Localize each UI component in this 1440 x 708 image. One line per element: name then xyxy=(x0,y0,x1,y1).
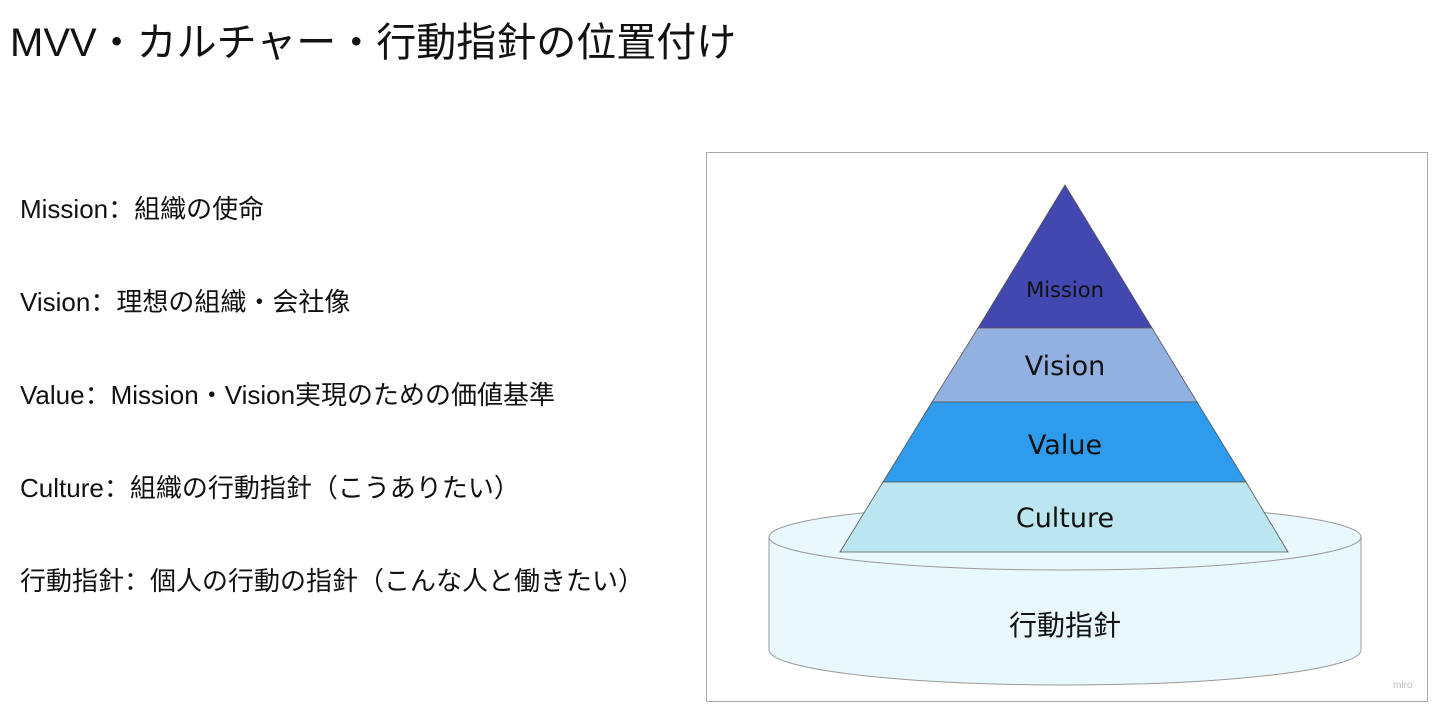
base-label: 行動指針 xyxy=(1009,609,1121,642)
label-culture: Culture xyxy=(1016,503,1114,534)
definition-vision: Vision：理想の組織・会社像 xyxy=(20,287,351,317)
diagram-frame xyxy=(706,152,1428,702)
definition-culture: Culture：組織の行動指針（こうありたい） xyxy=(20,473,520,503)
definition-value: Value：Mission・Vision実現のための価値基準 xyxy=(20,380,556,410)
definition-mission: Mission：組織の使命 xyxy=(20,194,265,224)
layer-mission xyxy=(977,184,1153,329)
page-title: MVV・カルチャー・行動指針の位置付け xyxy=(10,21,737,65)
miro-watermark: miro xyxy=(1393,680,1413,691)
label-value: Value xyxy=(1028,430,1102,461)
definition-action-guidelines: 行動指針：個人の行動の指針（こんな人と働きたい） xyxy=(20,566,645,596)
label-mission: Mission xyxy=(1026,278,1104,302)
label-vision: Vision xyxy=(1025,351,1106,382)
layer-culture xyxy=(839,481,1289,553)
